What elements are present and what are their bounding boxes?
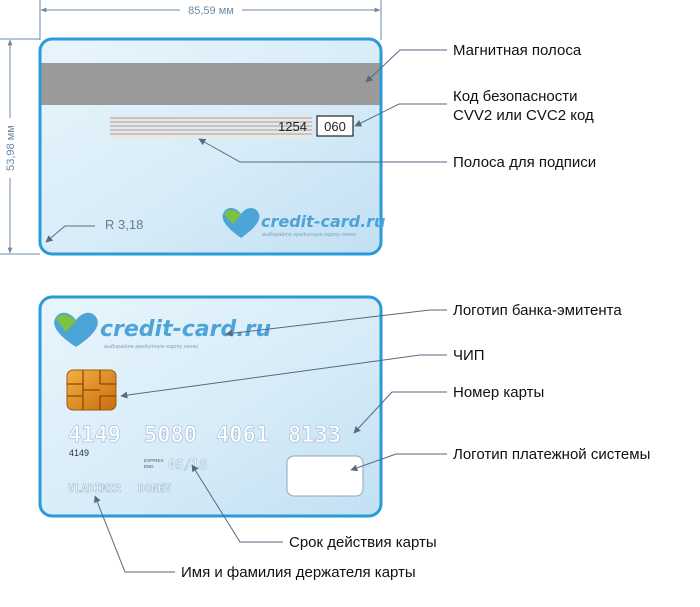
card-number-group: 4149 [68, 423, 121, 448]
cvv-value: 060 [324, 119, 346, 134]
holder-first-name: VLADIMIR [68, 482, 121, 495]
label-magnetic-stripe: Магнитная полоса [453, 42, 582, 59]
card-number-group: 8133 [288, 423, 341, 448]
radius-label: R 3,18 [105, 217, 143, 232]
card-front: credit-card.ru выбирайте кредитную карту… [38, 295, 383, 518]
label-holder-name: Имя и фамилия держателя карты [181, 564, 416, 581]
card-number-group: 4061 [216, 423, 269, 448]
label-payment-logo: Логотип платежной системы [453, 446, 650, 463]
brand-name-front: credit-card.ru [100, 317, 271, 342]
chip-icon [66, 369, 117, 411]
leaders [45, 49, 447, 573]
width-dimension: 85,59 мм [39, 0, 382, 40]
brand-tagline-back: выбирайте кредитную карту легко [262, 231, 356, 238]
expires-label: EXPIRES [144, 458, 164, 463]
label-security-code: Код безопасности [453, 88, 578, 105]
label-security-code-type: CVV2 или CVC2 код [453, 107, 594, 124]
brand-name-back: credit-card.ru [261, 212, 385, 231]
signature-digits: 1254 [278, 119, 307, 134]
payment-logo-placeholder [286, 455, 364, 497]
brand-tagline-front: выбирайте кредитную карту легко [104, 343, 198, 350]
expiry-date: 05/18 [168, 458, 207, 473]
card-bin: 4149 [69, 448, 89, 458]
cvv-box [316, 115, 354, 137]
height-value: 53,98 мм [5, 125, 17, 171]
expires-end-label: END [144, 464, 154, 469]
label-signature-strip: Полоса для подписи [453, 154, 596, 171]
height-dimension: 53,98 мм [0, 38, 40, 255]
label-issuer-logo: Логотип банка-эмитента [453, 302, 622, 319]
card-number: 4149 5080 4061 8133 [68, 423, 342, 449]
label-card-number: Номер карты [453, 384, 544, 401]
label-chip: ЧИП [453, 347, 485, 364]
brand-logo-back: credit-card.ru выбирайте кредитную карту… [222, 208, 385, 238]
label-expiry-date: Срок действия карты [289, 534, 437, 551]
width-value: 85,59 мм [188, 5, 234, 17]
card-back: 1254 060 R 3,18 credit-card.ru выбирайте… [38, 37, 385, 256]
card-number-group: 5080 [144, 423, 197, 448]
magnetic-stripe [41, 63, 380, 105]
signature-strip [110, 115, 312, 139]
brand-logo-front: credit-card.ru выбирайте кредитную карту… [54, 312, 271, 350]
holder-last-name: DONEV [138, 482, 171, 495]
